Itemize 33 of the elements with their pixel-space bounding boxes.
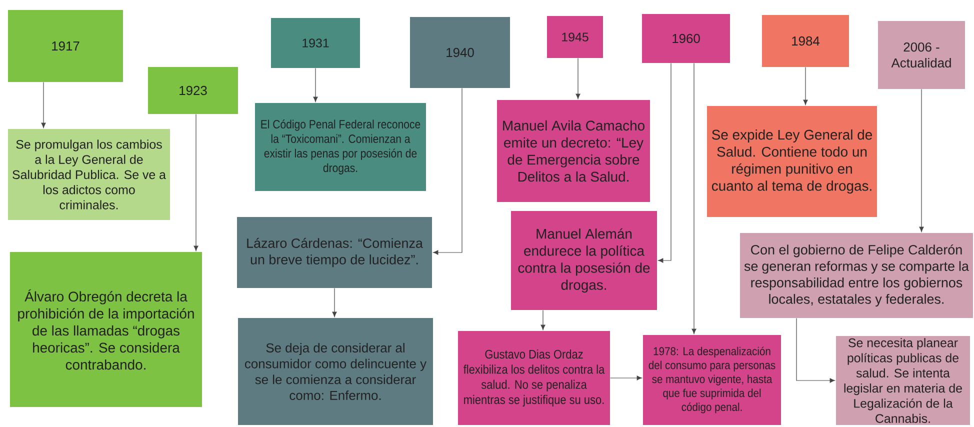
year-box: 2006 - Actualidad xyxy=(878,21,965,89)
event-box: Se necesita planear políticas publicas de salud. Se intenta legislar en materia de Legalización de la Cannabis. xyxy=(836,336,970,425)
event-box: Álvaro Obregón decreta la prohibición de la importación de las llamadas “drogas heoricas”. Se considera contrabando. xyxy=(10,252,202,407)
event-box: Lázaro Cárdenas: “Comienza un breve tiempo de lucidez”. xyxy=(237,217,432,288)
arrow xyxy=(658,62,672,263)
arrow xyxy=(433,88,462,255)
year-box: 1917 xyxy=(8,10,123,82)
arrow xyxy=(576,58,580,99)
year-box: 1960 xyxy=(642,14,730,63)
arrow xyxy=(796,318,835,383)
event-box: Manuel Avila Camacho emite un decreto: “Ley de Emergencia sobre Delitos a la Salud. xyxy=(497,100,650,202)
event-box: Manuel Alemán endurece la política contra la posesión de drogas. xyxy=(511,211,657,310)
arrow xyxy=(919,88,924,232)
arrow xyxy=(540,310,546,330)
arrow xyxy=(194,114,198,251)
year-box: 1984 xyxy=(762,15,849,67)
event-box: Se promulgan los cambios a la Ley General de Salubridad Publica. Se ve a los adictos como criminales. xyxy=(8,129,170,220)
year-box: 1923 xyxy=(148,67,238,114)
event-box: 1978: La despenalización del consumo para personas se mantuvo vigente, hasta que fue suprimida del código penal. xyxy=(643,335,781,425)
arrow xyxy=(610,376,642,380)
year-box: 1931 xyxy=(271,18,360,68)
year-box: 1940 xyxy=(410,17,510,88)
event-box: Gustavo Dias Ordaz flexibiliza los delitos contra la salud. No se penaliza mientras se justifique su uso. xyxy=(458,331,610,425)
arrow xyxy=(41,82,46,128)
year-box: 1945 xyxy=(547,16,603,58)
event-box: Se expide Ley General de Salud. Contiene todo un régimen punitivo en cuanto al tema de drogas. xyxy=(707,106,877,217)
arrow xyxy=(313,68,318,102)
arrow xyxy=(803,66,808,105)
event-box: El Código Penal Federal reconoce la “Toxicomani”. Comienzan a existir las penas por posesión de drogas. xyxy=(255,103,426,191)
arrow xyxy=(332,288,337,317)
arrow xyxy=(692,62,696,334)
event-box: Se deja de considerar al consumidor como delincuente y se le comienza a considerar como: Enfermo. xyxy=(238,318,433,425)
event-box: Con el gobierno de Felipe Calderón se generan reformas y se comparte la responsabilidad entre los gobiernos locales, estatales y federales. xyxy=(740,233,973,318)
